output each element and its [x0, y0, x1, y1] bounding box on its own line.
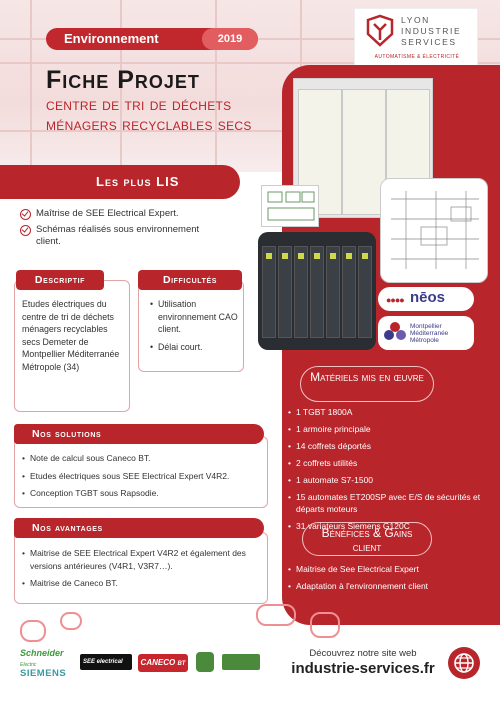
caneco-logo: CANECO BT	[138, 654, 188, 672]
materiels-list: 1 TGBT 1800A 1 armoire principale 14 cof…	[288, 406, 484, 537]
descriptif-card	[14, 280, 130, 412]
list-item: Note de calcul sous Caneco BT.	[22, 452, 266, 465]
plus-heading: Les plus LIS	[96, 174, 180, 189]
plus-item: Maîtrise de SEE Electrical Expert.	[36, 208, 179, 219]
plc-modules-image	[258, 232, 376, 350]
list-item: Conception TGBT sous Rapsodie.	[22, 487, 266, 500]
descriptif-text: Etudes électriques du centre de tri de d…	[22, 299, 120, 372]
check-circle-icon	[20, 209, 31, 220]
website-cta: Découvrez notre site web	[309, 648, 417, 659]
decor-square	[60, 612, 82, 630]
list-item: Maitrise de Caneco BT.	[22, 577, 262, 590]
list-item: 15 automates ET200SP avec E/S de sécurit…	[288, 491, 484, 515]
siemens-logo: SIEMENS	[20, 668, 67, 679]
montpellier-logo: Montpellier Méditerranée Métropole	[378, 316, 474, 350]
decor-square	[310, 612, 340, 638]
page-title: Fiche Projet	[46, 66, 200, 94]
list-item: 14 coffrets déportés	[288, 440, 484, 452]
year-badge: 2019	[202, 28, 258, 50]
see-electrical-logo: SEE electrical	[80, 654, 132, 670]
list-item: 1 TGBT 1800A	[288, 406, 484, 418]
list-item: Délai court.	[150, 341, 240, 354]
page-subtitle: centre de tri de déchets ménagers recycl…	[46, 95, 252, 134]
rapsodie-logo-icon	[196, 652, 214, 672]
logo-tagline: AUTOMATISME & ÉLECTRICITÉ	[374, 54, 460, 60]
check-circle-icon	[20, 225, 31, 236]
plus-banner	[0, 165, 240, 199]
list-item: Maitrise de See Electrical Expert	[288, 563, 484, 575]
neos-dots-icon: ●●●●	[386, 295, 405, 305]
decor-square	[20, 620, 46, 642]
company-logo: LYON INDUSTRIE SERVICES AUTOMATISME & ÉL…	[354, 8, 478, 70]
difficultes-list: Utilisation environnement CAO client. Dé…	[150, 298, 240, 358]
solutions-heading: Nos solutions	[14, 424, 264, 444]
avantages-heading: Nos avantages	[14, 518, 264, 538]
globe-icon[interactable]	[448, 647, 480, 679]
neos-logo: ●●●● nēos	[378, 287, 474, 311]
list-item: 31 variateurs Siemens G120C	[288, 520, 484, 532]
difficultes-heading: Difficultés	[138, 270, 242, 290]
solutions-list: Note de calcul sous Caneco BT. Etudes él…	[22, 452, 266, 505]
partner-logo-icon	[222, 654, 260, 670]
list-item: 2 coffrets utilités	[288, 457, 484, 469]
list-item: 1 automate S7-1500	[288, 474, 484, 486]
list-item: Etudes électriques sous SEE Electrical E…	[22, 470, 266, 483]
materiels-heading: Matériels mis en œuvre	[300, 366, 434, 402]
list-item: Adaptation à l'environnement client	[288, 580, 484, 592]
list-item: Maitrise de SEE Electrical Expert V4R2 e…	[22, 547, 262, 572]
plus-item: Schémas réalisés sous environnement clie…	[36, 224, 200, 247]
lis-logo-icon	[366, 14, 394, 47]
benefices-heading: Bénéfices & Gains client	[302, 522, 432, 556]
category-pill: Environnement 2019	[46, 28, 258, 50]
list-item: Utilisation environnement CAO client.	[150, 298, 240, 336]
descriptif-heading: Descriptif	[16, 270, 104, 290]
logo-text: LYON INDUSTRIE SERVICES	[401, 15, 462, 47]
list-item: 1 armoire principale	[288, 423, 484, 435]
category-label: Environnement	[64, 31, 159, 46]
avantages-list: Maitrise de SEE Electrical Expert V4R2 e…	[22, 547, 262, 595]
benefices-list: Maitrise de See Electrical Expert Adapta…	[288, 563, 484, 597]
wiring-schematic-image	[380, 178, 488, 283]
decor-square	[256, 604, 296, 626]
montpellier-flower-icon	[384, 322, 406, 340]
schematic-thumbnail	[261, 185, 319, 227]
website-link[interactable]: industrie-services.fr	[291, 660, 435, 677]
